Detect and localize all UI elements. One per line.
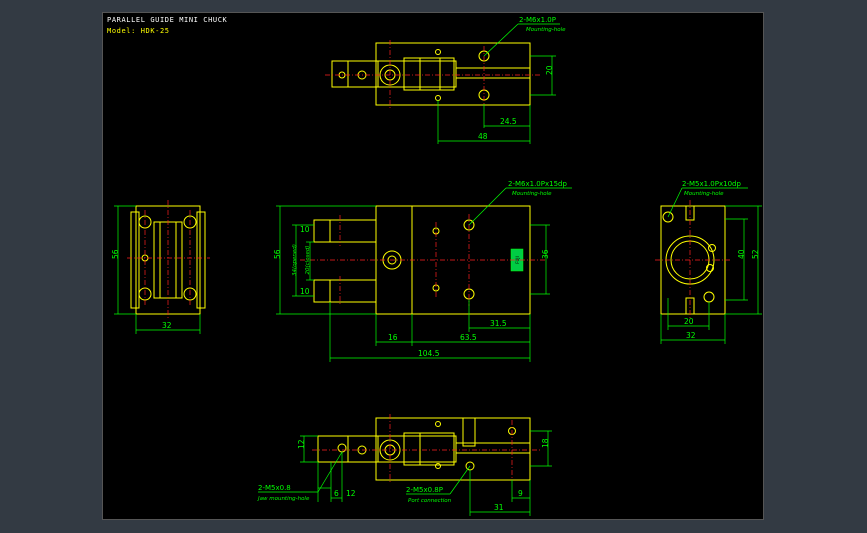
drawing-title: PARALLEL GUIDE MINI CHUCK	[107, 16, 228, 24]
dim-20-closed: 20(closed)	[305, 246, 311, 275]
top-hole-note: 2-M6x1.0P	[519, 16, 556, 24]
dim-6: 6	[334, 489, 339, 498]
dim-31-5: 31.5	[490, 319, 507, 328]
right-hole-note: 2-M5x1.0Px10dp	[682, 180, 741, 188]
dim-10-lower: 10	[300, 287, 310, 296]
dim-12-bottom: 12	[346, 489, 356, 498]
front-view: FUJI 56 34(opened) 20(closed) 10 10	[273, 180, 572, 362]
dim-40: 40	[737, 249, 746, 259]
right-view: 40 52 20 32 2-M5x1.0Px10dp Mounting-hole	[655, 180, 762, 344]
dim-12-left: 12	[297, 439, 306, 449]
drawing-canvas	[102, 12, 764, 520]
dim-16: 16	[388, 333, 398, 342]
bottom-view: 12 6 12 18 9 31 2-M5x0.8 Jaw mounting-ho…	[257, 414, 552, 516]
dim-32-right: 32	[686, 331, 696, 340]
dim-32-left: 32	[162, 321, 172, 330]
dim-52: 52	[751, 249, 760, 259]
bottom-left-note: 2-M5x0.8	[258, 484, 291, 492]
top-view: 20 24.5 48 2-M6x1.0P Mounting-hole	[325, 16, 566, 144]
dim-36: 36	[541, 249, 550, 259]
dim-104-5: 104.5	[418, 349, 440, 358]
top-hole-sub: Mounting-hole	[526, 27, 566, 33]
port-sub: Port connection	[408, 498, 452, 504]
dim-24-5: 24.5	[500, 117, 517, 126]
dim-18: 18	[541, 438, 550, 448]
dim-10-upper: 10	[300, 225, 310, 234]
dim-63-5: 63.5	[460, 333, 477, 342]
left-view: 56 32	[111, 200, 210, 334]
model-label: Model: HDK-25	[107, 27, 170, 35]
dim-34-opened: 34(opened)	[292, 244, 298, 276]
bottom-left-sub: Jaw mounting-hole	[257, 496, 310, 502]
dim-56-front: 56	[273, 249, 282, 259]
right-hole-sub: Mounting-hole	[684, 191, 724, 197]
front-hole-sub: Mounting-hole	[512, 191, 552, 197]
dim-31: 31	[494, 503, 504, 512]
dim-9: 9	[518, 489, 523, 498]
dim-56-left: 56	[111, 249, 120, 259]
dim-48: 48	[478, 132, 488, 141]
dim-20-right: 20	[684, 317, 694, 326]
port-note: 2-M5x0.8P	[406, 486, 443, 494]
dim-20-top: 20	[545, 65, 554, 75]
front-hole-note: 2-M6x1.0Px15dp	[508, 180, 567, 188]
